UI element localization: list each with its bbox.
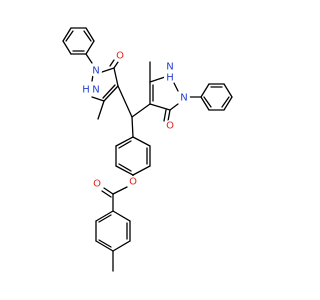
phenylene-ring (115, 136, 151, 176)
bond-methyl-left (97, 100, 105, 120)
phenyl-ring-top-left (62, 27, 95, 55)
bond-center-to-phenylene (131, 116, 134, 138)
bond-carbonyl-double-b (101, 190, 112, 198)
svg-text:O: O (166, 121, 174, 132)
molecule-canvas: N H N O N H N O O O (62, 27, 233, 272)
phenyl-ring-right (200, 83, 233, 111)
atom-nh-right: N H (164, 62, 176, 84)
atom-o-left: O (114, 50, 126, 62)
svg-text:O: O (129, 177, 137, 188)
atom-o-ester: O (127, 176, 139, 188)
svg-text:O: O (93, 179, 101, 190)
atom-n-left-top: N (90, 65, 102, 77)
svg-text:N: N (166, 62, 173, 73)
svg-text:H: H (82, 85, 90, 96)
atom-n-right-bottom: N (178, 92, 190, 104)
atom-nh-left: H N (82, 84, 102, 96)
svg-text:N: N (92, 66, 99, 77)
bond-o-to-carbonyl (112, 186, 128, 195)
svg-text:N: N (92, 85, 99, 96)
structure-diagram: N H N O N H N O O O (62, 27, 233, 272)
pyrazolone-ring-right (149, 75, 179, 122)
bond-carbonyl-double-a (103, 187, 114, 195)
atom-o-right: O (164, 120, 176, 132)
bond-ring-to-center-right (131, 103, 151, 118)
atom-o-carbonyl: O (91, 178, 103, 190)
svg-text:O: O (116, 51, 124, 62)
bond-phenyl-to-n (85, 53, 93, 64)
bond-ring-to-center-left (117, 85, 133, 118)
toluyl-ring (95, 210, 131, 252)
svg-text:N: N (180, 93, 187, 104)
svg-text:H: H (166, 73, 174, 84)
